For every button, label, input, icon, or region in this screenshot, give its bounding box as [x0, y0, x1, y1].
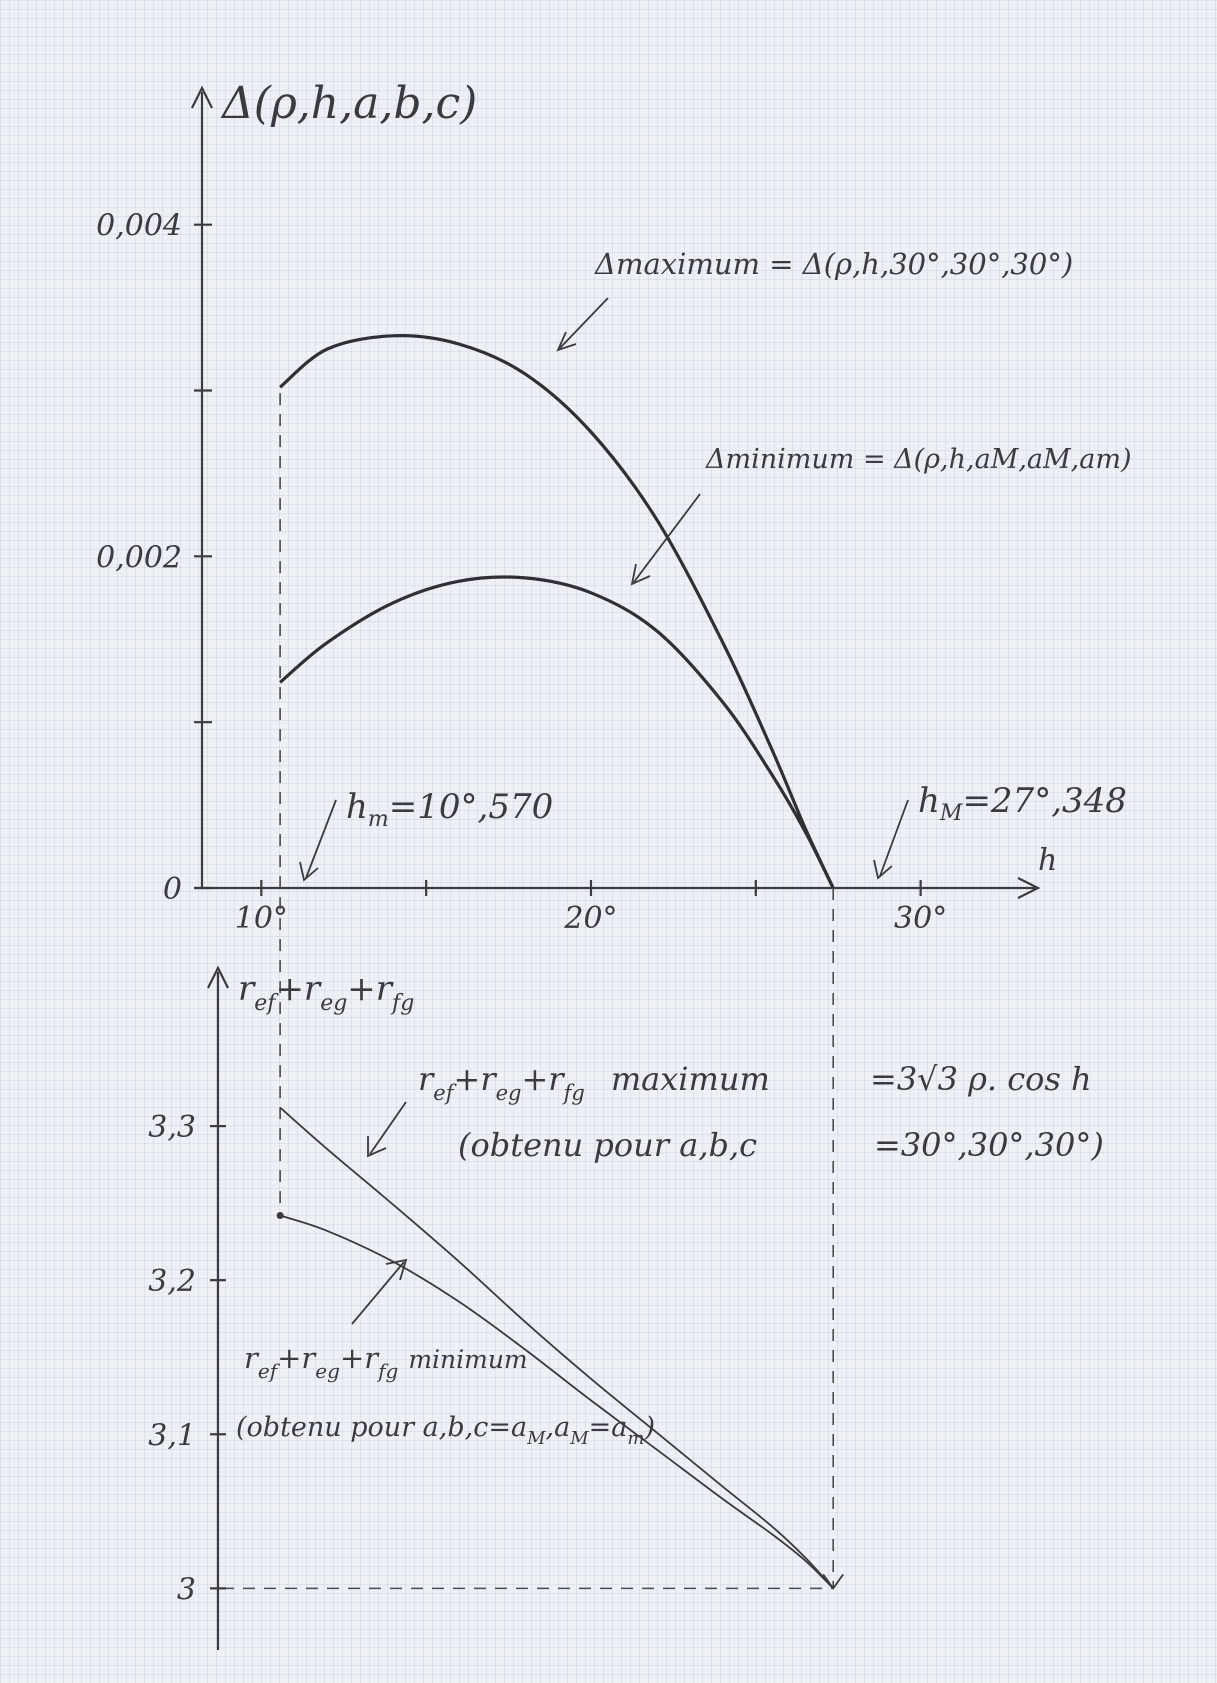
bottom-y-tick-label-0: 3 [177, 1572, 196, 1607]
r-minimum-pointer-head [385, 1258, 408, 1281]
curves-meeting-arrowhead [822, 1573, 844, 1590]
top-x-tick-label-2: 30° [894, 901, 947, 936]
series-delta-maximum-pointer [559, 297, 609, 349]
series-delta-maximum-pointer-head [556, 331, 577, 352]
series-r-minimum-start-dot [276, 1211, 284, 1219]
series-delta-maximum-line [279, 334, 835, 889]
series-delta-minimum-pointer [633, 493, 701, 583]
series-delta-minimum-line [279, 575, 835, 889]
series-r-maximum-line [279, 1106, 834, 1590]
r-maximum-pointer-head [367, 1136, 387, 1158]
top-x-axis-arrowhead [1017, 877, 1041, 899]
top-y-tick-label-2: 0,004 [96, 209, 182, 244]
series-r-minimum-line [279, 1214, 834, 1590]
r-maximum-formula: =3√3 ρ. cos h [870, 1060, 1092, 1098]
bottom-y-axis-arrowhead [207, 965, 229, 989]
h-max-pointer [879, 799, 909, 877]
bottom-y-tick-label-3: 3,3 [148, 1110, 196, 1145]
series-delta-minimum-label: Δminimum = Δ(ρ,h,aM,aM,am) [705, 444, 1132, 475]
top-y-axis-arrowhead [191, 85, 213, 109]
h-min-pointer [305, 799, 337, 879]
top-x-axis-label: h [1038, 843, 1057, 878]
bottom-y-tick-label-1: 3,1 [148, 1418, 196, 1453]
series-delta-maximum-label: Δmaximum = Δ(ρ,h,30°,30°,30°) [594, 247, 1073, 281]
h-max-pointer-head [873, 859, 893, 880]
bottom-y-tick-label-2: 3,2 [148, 1264, 196, 1299]
bottom-y-axis-label: ref+reg+rfg [238, 969, 414, 1016]
r-minimum-obtained-label: (obtenu pour a,b,c=aM,aM=am) [236, 1412, 655, 1449]
h-max-annotation: hM=27°,348 [918, 781, 1127, 826]
r-maximum-obtained-label: (obtenu pour a,b,c [458, 1126, 757, 1164]
series-delta-minimum-pointer-head [630, 563, 651, 586]
h-min-annotation: hm=10°,570 [346, 787, 553, 832]
top-y-axis-label: Δ(ρ,h,a,b,c) [220, 78, 477, 129]
top-x-tick-label-0: 10° [235, 901, 288, 936]
bottom-y-ticks: 3 3,1 3,2 3,3 [148, 1110, 226, 1607]
r-minimum-pointer [351, 1261, 405, 1325]
top-x-tick-label-1: 20° [563, 901, 617, 936]
r-maximum-obtained-value: =30°,30°,30°) [874, 1126, 1104, 1164]
h-min-pointer-head [299, 861, 319, 882]
top-y-tick-label-1: 0,002 [96, 540, 182, 575]
top-y-ticks: 0 0,002 0,004 [96, 209, 212, 907]
top-y-tick-label-0: 0 [163, 872, 182, 907]
r-maximum-pointer [369, 1101, 407, 1155]
top-x-ticks: 10° 20° 30° [235, 880, 947, 936]
